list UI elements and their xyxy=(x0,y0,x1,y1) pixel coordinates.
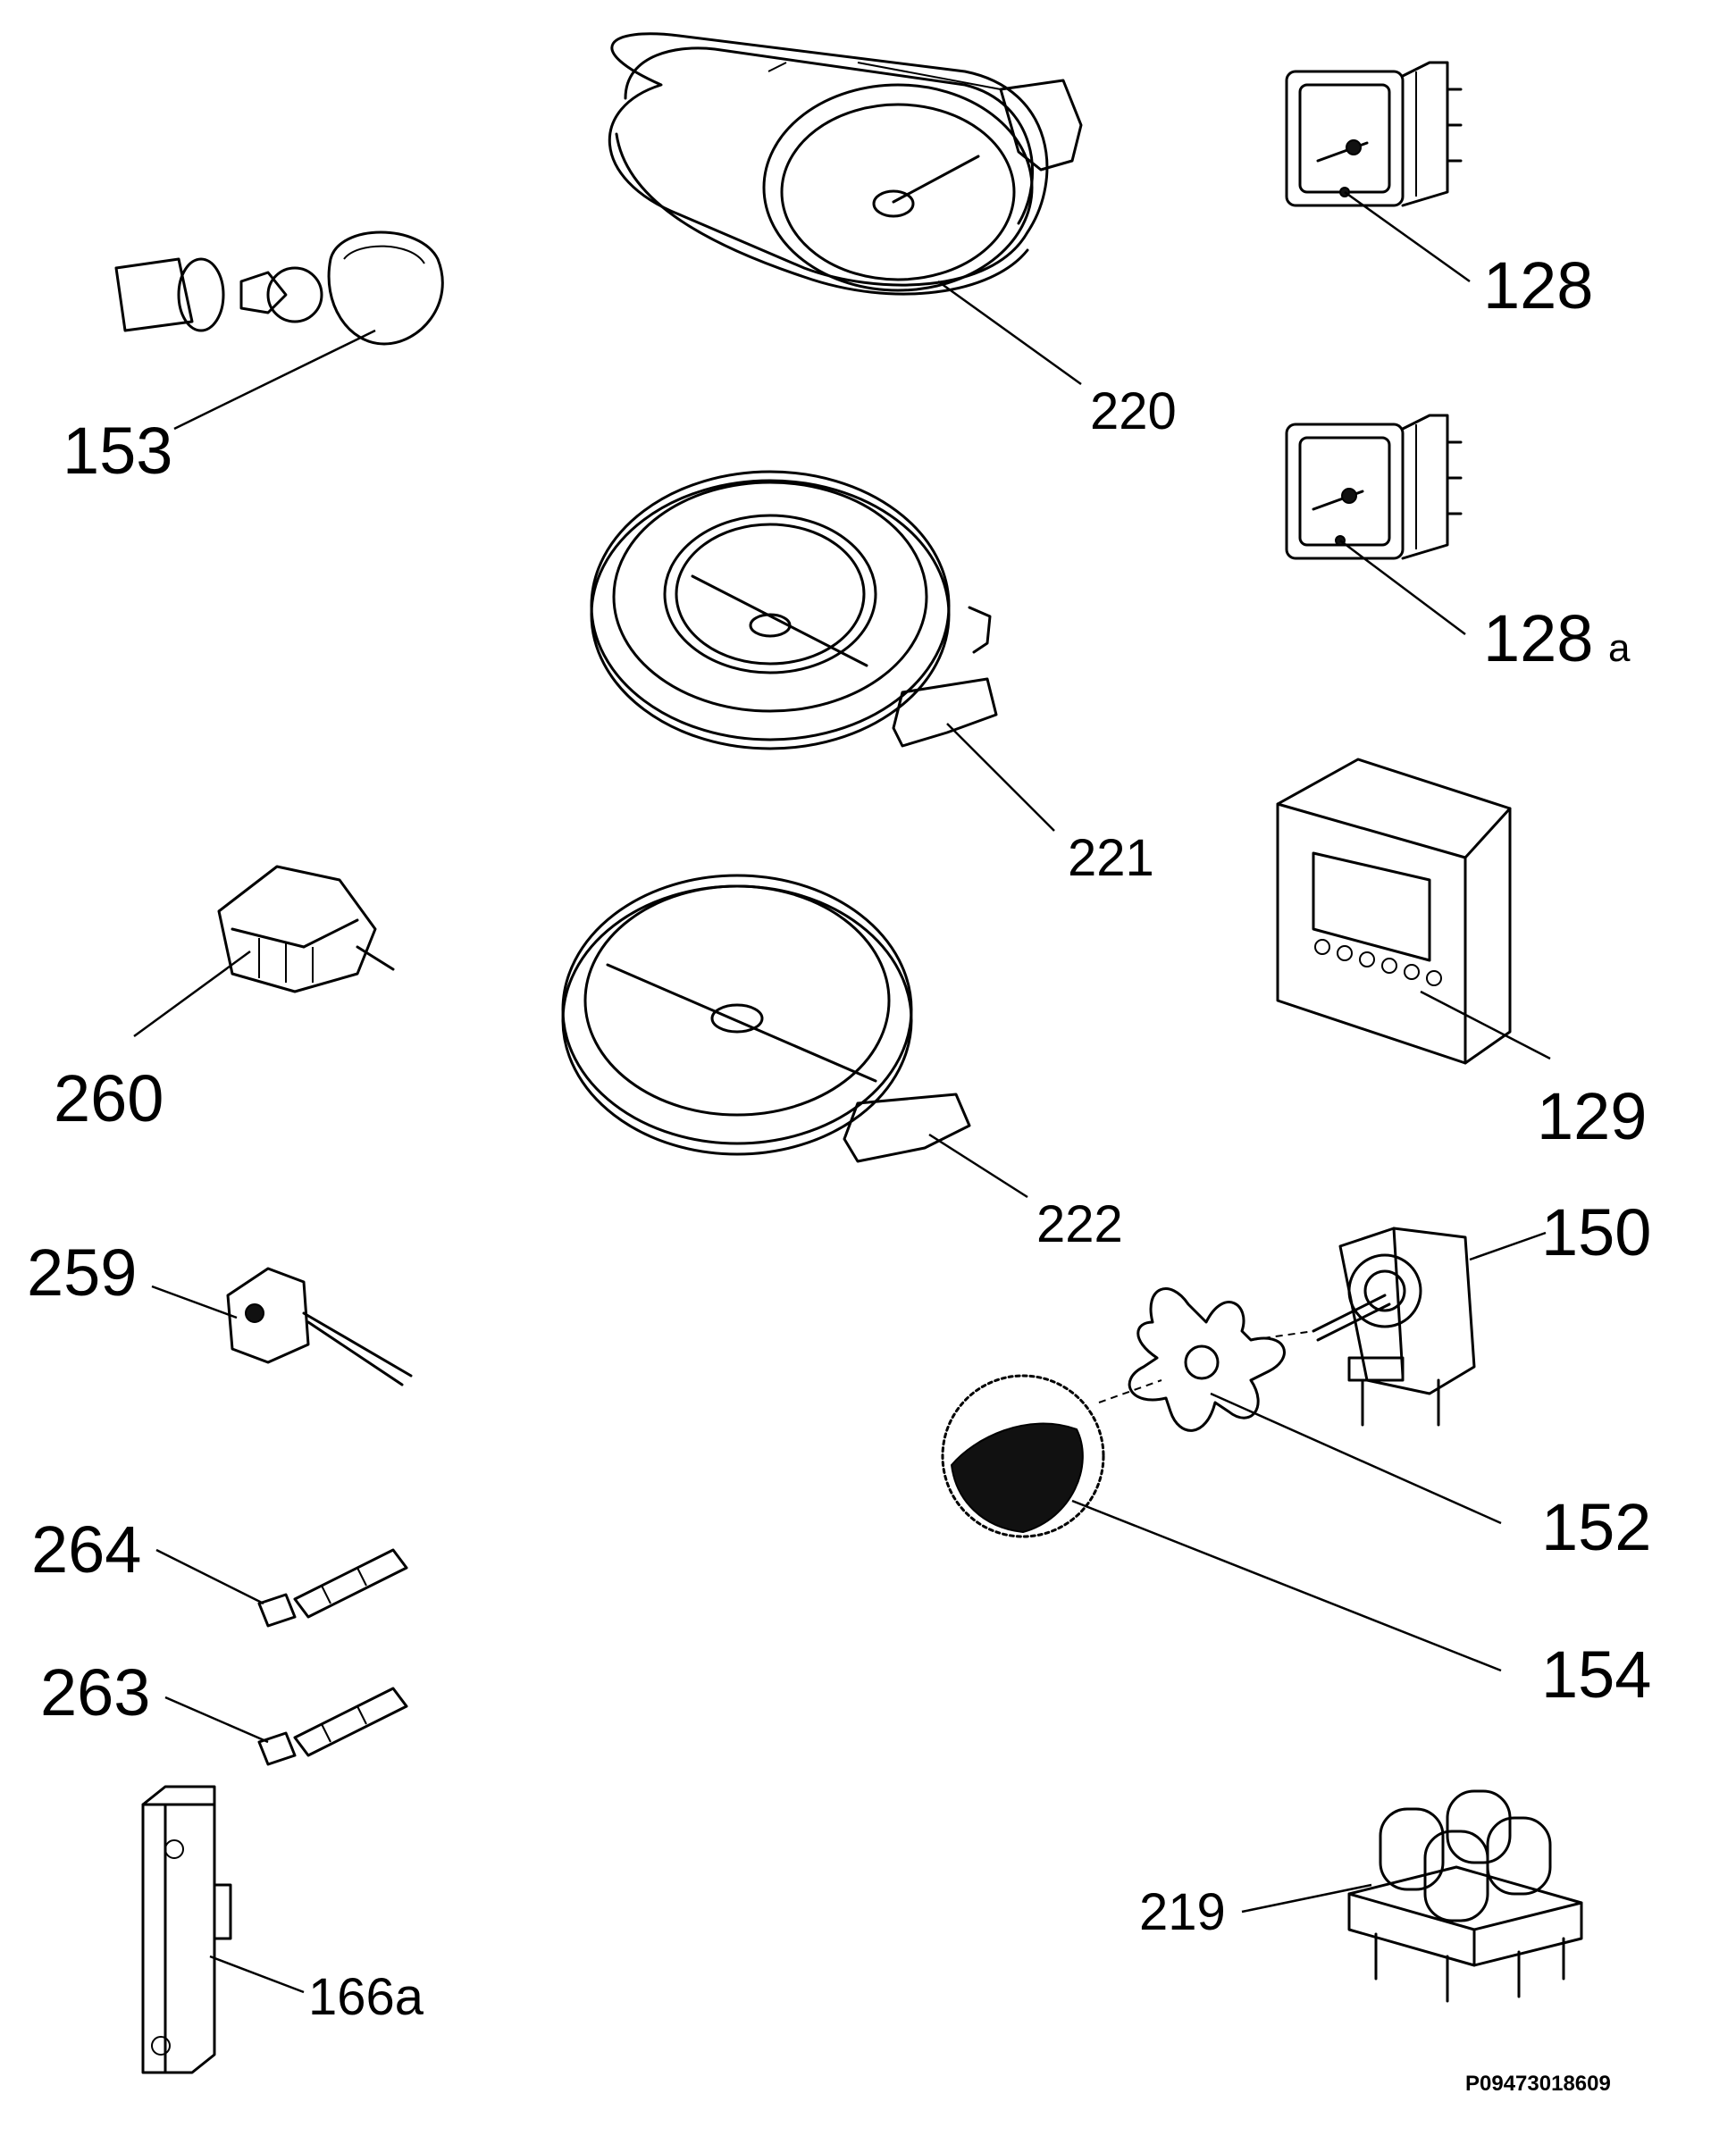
leader-260 xyxy=(133,950,251,1038)
part-152-fan-blade xyxy=(1098,1287,1314,1432)
label-166a: 166a xyxy=(308,1968,424,2026)
label-153: 153 xyxy=(63,414,172,488)
label-222: 222 xyxy=(1036,1195,1123,1253)
label-128: 128 xyxy=(1483,248,1593,322)
part-129-timer-module xyxy=(1276,758,1512,1065)
label-128a: 128 xyxy=(1483,601,1593,675)
label-221: 221 xyxy=(1068,829,1154,887)
label-152: 152 xyxy=(1541,1490,1651,1564)
leader-263 xyxy=(164,1696,269,1744)
label-150: 150 xyxy=(1541,1195,1651,1269)
leader-153 xyxy=(173,329,376,431)
leader-221 xyxy=(946,723,1055,832)
leader-154 xyxy=(1071,1499,1502,1672)
part-263-terminal xyxy=(257,1687,408,1766)
leader-152 xyxy=(1210,1392,1502,1525)
part-222-single-element xyxy=(561,874,971,1163)
part-153-oven-lamp xyxy=(114,230,444,346)
leader-129 xyxy=(1420,990,1551,1060)
label-219: 219 xyxy=(1139,1883,1226,1941)
label-259: 259 xyxy=(27,1235,137,1310)
part-219-capacitor-block xyxy=(1347,1789,1583,2003)
part-259-switch xyxy=(226,1267,413,1386)
part-260-selector-switch xyxy=(217,865,395,993)
label-260: 260 xyxy=(54,1061,164,1135)
leader-166a xyxy=(209,1955,305,1994)
part-220-oval-element xyxy=(608,32,1083,296)
label-220: 220 xyxy=(1090,382,1177,440)
leader-222 xyxy=(928,1133,1028,1199)
part-221-dual-ring-element xyxy=(590,470,998,750)
leader-259 xyxy=(151,1285,238,1319)
part-264-terminal xyxy=(257,1548,408,1628)
label-128a-suffix: a xyxy=(1608,626,1631,670)
label-264: 264 xyxy=(31,1512,141,1587)
label-154: 154 xyxy=(1541,1637,1651,1712)
part-128a-energy-regulator xyxy=(1285,414,1463,560)
leader-264 xyxy=(155,1548,264,1605)
label-263: 263 xyxy=(40,1655,150,1729)
leader-219 xyxy=(1241,1883,1372,1914)
part-labels: 220 221 222 128 128 a 129 150 152 154 15… xyxy=(27,248,1651,2096)
drawing-code: P09473018609 xyxy=(1465,2072,1611,2096)
leader-150 xyxy=(1469,1231,1547,1261)
part-128-energy-regulator xyxy=(1285,61,1463,207)
leader-lines xyxy=(133,190,1551,1994)
part-150-fan-motor xyxy=(1312,1227,1476,1427)
part-166a-switch-housing xyxy=(141,1785,232,2074)
leader-128 xyxy=(1344,190,1471,283)
part-154-grease-filter xyxy=(941,1374,1105,1538)
label-129: 129 xyxy=(1537,1079,1647,1153)
leader-220 xyxy=(937,280,1082,386)
leader-128a xyxy=(1339,540,1466,635)
